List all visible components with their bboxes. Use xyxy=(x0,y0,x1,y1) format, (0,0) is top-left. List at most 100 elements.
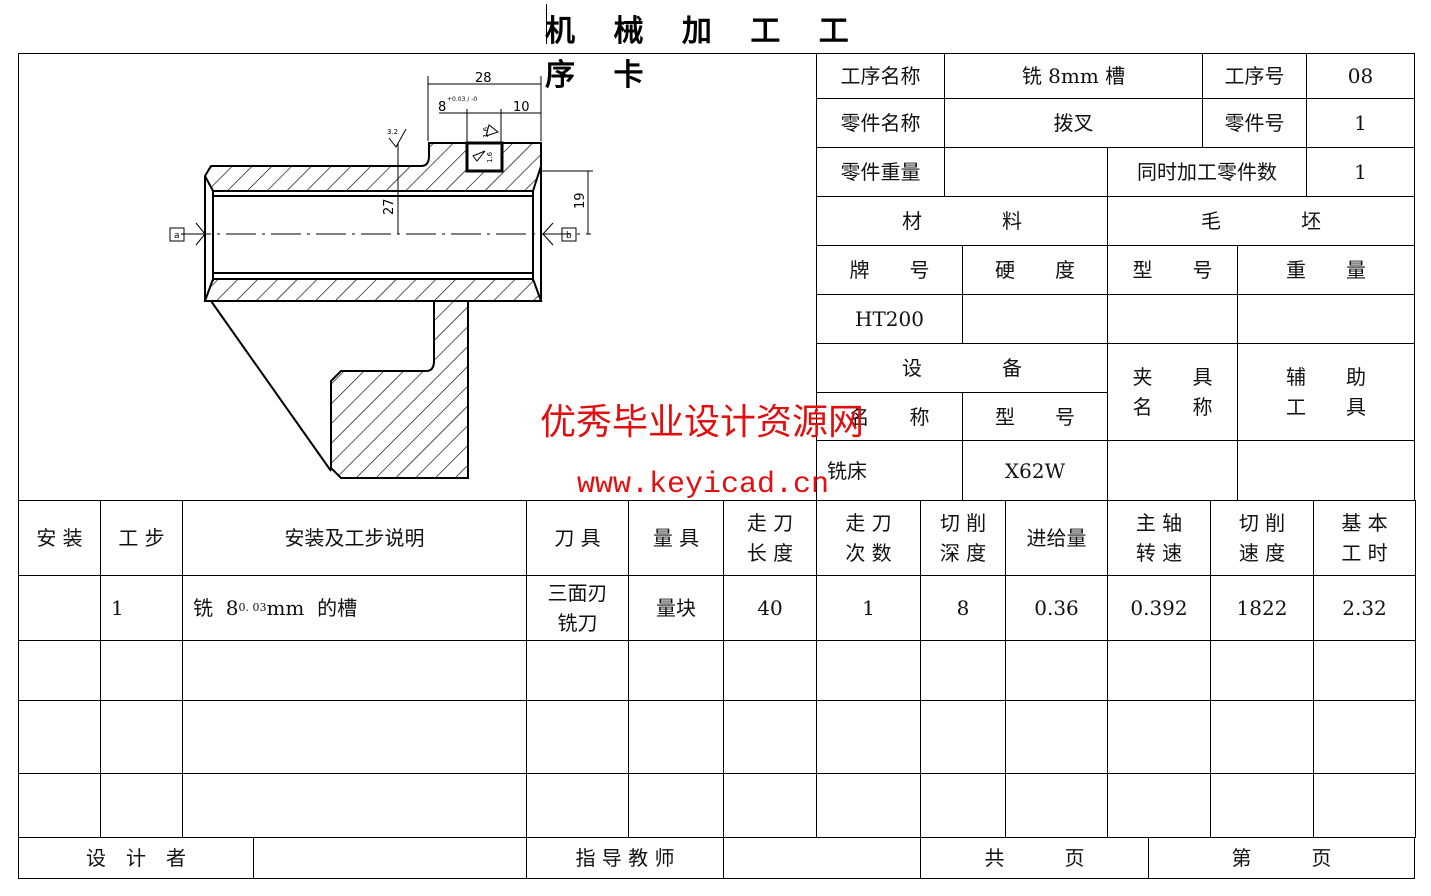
empty-step-cell xyxy=(18,700,101,774)
step-cell: 1 xyxy=(816,575,921,641)
step-cell xyxy=(18,575,101,641)
step-cell: 40 xyxy=(723,575,817,641)
part-weight xyxy=(944,147,1108,197)
text-cursor xyxy=(546,4,547,44)
empty-step-cell xyxy=(723,700,817,774)
step-cell: 8 xyxy=(920,575,1006,641)
process-name: 铣 8mm 槽 xyxy=(944,53,1203,99)
drawing-area: 28 8 +0.03 / -0 10 27 19 3.2 1.6 1.6 a b xyxy=(18,53,817,501)
material-label: 材 料 xyxy=(816,196,1108,246)
datum-a: a xyxy=(174,231,180,241)
blank-weight-value xyxy=(1237,294,1415,344)
simultaneous-parts: 1 xyxy=(1306,147,1415,197)
blank-type-value xyxy=(1107,294,1238,344)
step-header-cell: 进给量 xyxy=(1005,500,1108,576)
empty-step-cell xyxy=(182,773,527,838)
fixture-value xyxy=(1107,440,1238,501)
empty-step-cell xyxy=(1313,640,1416,701)
empty-step-cell xyxy=(1210,640,1314,701)
watermark-title: 优秀毕业设计资源网 xyxy=(540,402,865,443)
process-name-label: 工序名称 xyxy=(816,53,945,99)
empty-step-cell xyxy=(920,773,1006,838)
step-desc-main: 铣 8 xyxy=(193,596,239,620)
step-header-cell: 量 具 xyxy=(628,500,724,576)
grade-value: HT200 xyxy=(816,294,963,344)
dim-8: 8 xyxy=(438,100,446,115)
part-no: 1 xyxy=(1306,98,1415,148)
hardness-label: 硬 度 xyxy=(962,245,1108,295)
empty-step-cell xyxy=(1005,640,1108,701)
step-cell: 1 xyxy=(100,575,183,641)
step-header-cell: 安 装 xyxy=(18,500,101,576)
step-header-cell: 基 本 工 时 xyxy=(1313,500,1416,576)
hardness-value xyxy=(962,294,1108,344)
step-header-cell: 切 削 深 度 xyxy=(920,500,1006,576)
roughness-1-6-side: 1.6 xyxy=(486,151,494,163)
blank-weight-label: 重 量 xyxy=(1237,245,1415,295)
empty-step-cell xyxy=(816,640,921,701)
empty-step-cell xyxy=(526,773,629,838)
step-cell: 量块 xyxy=(628,575,724,641)
advisor-label: 指 导 教 师 xyxy=(526,837,724,879)
empty-step-cell xyxy=(628,773,724,838)
equipment-model: X62W xyxy=(962,440,1108,501)
equipment-model-label: 型 号 xyxy=(962,392,1108,441)
process-no-label: 工序号 xyxy=(1202,53,1307,99)
empty-step-cell xyxy=(920,640,1006,701)
empty-step-cell xyxy=(1005,700,1108,774)
empty-step-cell xyxy=(723,773,817,838)
empty-step-cell xyxy=(723,640,817,701)
step-cell: 0.392 xyxy=(1107,575,1211,641)
advisor-value xyxy=(723,837,921,879)
step-header-cell: 走 刀 长 度 xyxy=(723,500,817,576)
blank-type-label: 型 号 xyxy=(1107,245,1238,295)
aux-tool-value xyxy=(1237,440,1415,501)
step-header-cell: 安装及工步说明 xyxy=(182,500,527,576)
empty-step-cell xyxy=(816,773,921,838)
empty-step-cell xyxy=(526,640,629,701)
empty-step-cell xyxy=(1210,773,1314,838)
dim-19: 19 xyxy=(573,192,588,209)
roughness-3-2: 3.2 xyxy=(387,128,398,136)
watermark-url: www.keyicad.cn xyxy=(577,468,830,502)
empty-step-cell xyxy=(100,700,183,774)
step-cell: 0.36 xyxy=(1005,575,1108,641)
step-desc-tolerance: 0. 03 xyxy=(238,601,267,614)
empty-step-cell xyxy=(920,700,1006,774)
empty-step-cell xyxy=(1107,640,1211,701)
step-cell: 三面刃 铣刀 xyxy=(526,575,629,641)
page-title: 机 械 加 工 工 序 卡 xyxy=(545,14,863,93)
dim-28: 28 xyxy=(475,71,492,86)
grade-label: 牌 号 xyxy=(816,245,963,295)
empty-step-cell xyxy=(100,773,183,838)
step-cell: 1822 xyxy=(1210,575,1314,641)
empty-step-cell xyxy=(1107,773,1211,838)
empty-step-cell xyxy=(182,700,527,774)
part-drawing: 28 8 +0.03 / -0 10 27 19 3.2 1.6 1.6 a b xyxy=(169,71,593,479)
empty-step-cell xyxy=(628,640,724,701)
dim-27: 27 xyxy=(382,198,397,215)
equipment-name: 铣床 xyxy=(816,440,963,501)
empty-step-cell xyxy=(1313,700,1416,774)
designer-value xyxy=(253,837,527,879)
step-header-cell: 工 步 xyxy=(100,500,183,576)
empty-step-cell xyxy=(100,640,183,701)
process-no: 08 xyxy=(1306,53,1415,99)
empty-step-cell xyxy=(628,700,724,774)
empty-step-cell xyxy=(1005,773,1108,838)
step-desc-tail: mm 的槽 xyxy=(266,596,358,620)
datum-b: b xyxy=(566,231,572,241)
step-header-cell: 切 削 速 度 xyxy=(1210,500,1314,576)
step-header-cell: 刀 具 xyxy=(526,500,629,576)
equipment-label: 设 备 xyxy=(816,343,1108,393)
simultaneous-parts-label: 同时加工零件数 xyxy=(1107,147,1307,197)
roughness-1-6-top: 1.6 xyxy=(482,126,490,138)
dim-10: 10 xyxy=(513,100,530,115)
aux-tool-label: 辅 助 工 具 xyxy=(1237,343,1415,441)
empty-step-cell xyxy=(18,773,101,838)
step-header-cell: 主 轴 转 速 xyxy=(1107,500,1211,576)
part-name: 拨叉 xyxy=(944,98,1203,148)
dim-8-tolerance: +0.03 / -0 xyxy=(447,96,477,103)
